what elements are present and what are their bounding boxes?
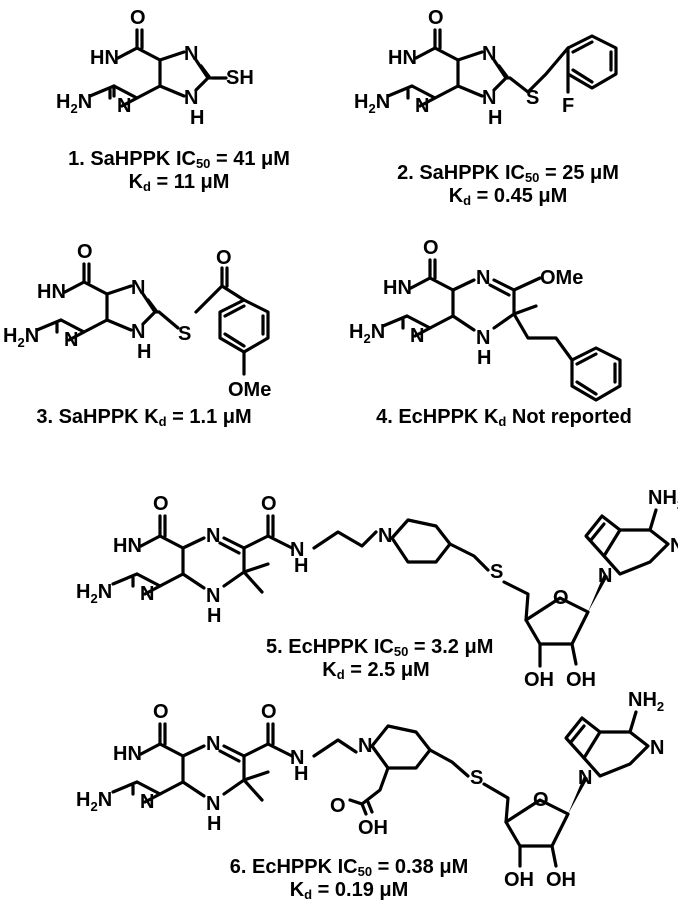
- compound-4-n3: N: [410, 325, 424, 347]
- compound-2-caption-line1: 2. SaHPPK IC50 = 25 μM: [397, 162, 619, 185]
- compound-6-acid-oh: OH: [358, 817, 388, 839]
- compound-4-h2n: H2N: [349, 321, 385, 346]
- compound-1-sh: SH: [226, 67, 254, 89]
- compound-5-caption: 5. EcHPPK IC50 = 3.2 μM Kd = 2.5 μM: [266, 636, 494, 682]
- compound-6-caption-line1: 6. EcHPPK IC50 = 0.38 μM: [229, 856, 469, 879]
- compound-6-oh2: OH: [546, 869, 576, 891]
- compound-2-n9-h: H: [488, 107, 502, 129]
- compound-5-oxygen: O: [153, 493, 169, 515]
- compound-5-adenine-n1: N: [670, 535, 678, 557]
- compound-1-caption-line1: 1. SaHPPK IC50 = 41 μM: [68, 148, 290, 171]
- compound-6-amide-oxygen: O: [261, 701, 277, 723]
- compound-6-amide-nh: N: [290, 747, 304, 769]
- compound-3-structure: O HN N S O OMe N H N H2N: [3, 241, 271, 401]
- compound-2-n9: N: [482, 87, 496, 109]
- compound-1-hn: HN: [90, 47, 119, 69]
- compound-6-caption: 6. EcHPPK IC50 = 0.38 μM Kd = 0.19 μM: [224, 856, 474, 902]
- compound-6-nh2: NH2: [628, 689, 664, 714]
- compound-4-n8: N: [476, 327, 490, 349]
- compound-6-adenine-n9: N: [578, 767, 592, 789]
- compound-2-h2n: H2N: [354, 91, 390, 116]
- compound-6-h2n: H2N: [76, 789, 112, 814]
- compound-4-caption: 4. EcHPPK Kd Not reported: [356, 406, 652, 429]
- compound-2-structure: O HN N S F N H N H2N: [354, 7, 618, 129]
- compound-3-ome: OMe: [228, 379, 271, 401]
- compound-3-sulfur: S: [178, 323, 191, 345]
- compound-3-n3: N: [64, 329, 78, 351]
- compound-4-ome: OMe: [540, 267, 583, 289]
- compound-1-h2n: H2N: [56, 91, 92, 116]
- compound-6-oh1: OH: [504, 869, 534, 891]
- compound-5-caption-line2: Kd = 2.5 μM: [322, 659, 430, 682]
- compound-5-n8: N: [206, 585, 220, 607]
- compound-1-n9: N: [184, 87, 198, 109]
- compound-6-n8-h: H: [207, 813, 221, 835]
- compound-2-caption-line2: Kd = 0.45 μM: [448, 185, 568, 208]
- compound-3-h2n: H2N: [3, 325, 39, 350]
- compound-5-oh2: OH: [566, 669, 596, 691]
- compound-5-structure: O HN N O N H N S O OH OH N N NH2 N H N H…: [76, 487, 678, 691]
- compound-2-oxygen: O: [428, 7, 444, 29]
- compound-6-sulfur: S: [470, 767, 483, 789]
- compound-3-caption-line1: 3. SaHPPK Kd = 1.1 μM: [36, 406, 252, 429]
- compound-5-ring-oxygen: O: [553, 587, 569, 609]
- compound-5-h2n: H2N: [76, 581, 112, 606]
- compound-3-ketone-oxygen: O: [216, 247, 232, 269]
- compound-1-n9-h: H: [190, 107, 204, 129]
- compound-1-n3: N: [117, 95, 131, 117]
- compound-1-structure: O HN N SH N H N H2N: [56, 7, 254, 129]
- compound-1-caption-line2: Kd = 11 μM: [128, 171, 230, 194]
- compound-6-adenine-n1: N: [650, 737, 664, 759]
- compound-5-amide-h: H: [294, 555, 308, 577]
- compound-2-fluorine: F: [562, 95, 574, 117]
- compound-5-amide-oxygen: O: [261, 493, 277, 515]
- compound-1-caption: 1. SaHPPK IC50 = 41 μM Kd = 11 μM: [64, 148, 294, 194]
- compound-3-n9: N: [131, 321, 145, 343]
- compound-3-oxygen: O: [77, 241, 93, 263]
- compound-6-amide-h: H: [294, 763, 308, 785]
- compound-4-hn: HN: [383, 277, 412, 299]
- compound-5-nh2: NH2: [648, 487, 678, 512]
- compound-3-n9-h: H: [137, 341, 151, 363]
- compound-5-caption-line1: 5. EcHPPK IC50 = 3.2 μM: [266, 636, 494, 659]
- compound-5-n3: N: [140, 583, 154, 605]
- compound-6-structure: O HN N O N H N O OH S O OH OH N N NH2 N …: [76, 689, 664, 891]
- compound-2-n3: N: [415, 95, 429, 117]
- compound-1-oxygen: O: [130, 7, 146, 29]
- compound-6-hn: HN: [113, 743, 142, 765]
- compound-4-structure: O HN N OMe N H N H2N: [349, 237, 622, 402]
- compound-3-hn: HN: [37, 281, 66, 303]
- compound-5-piperidine-n: N: [378, 525, 392, 547]
- compound-4-n8-h: H: [477, 347, 491, 369]
- compound-5-hn: HN: [113, 535, 142, 557]
- compound-4-caption-line1: 4. EcHPPK Kd Not reported: [376, 406, 632, 429]
- compound-2-hn: HN: [388, 47, 417, 69]
- compound-6-ring-oxygen: O: [533, 789, 549, 811]
- compound-5-n8-h: H: [207, 605, 221, 627]
- compound-5-amide-nh: N: [290, 539, 304, 561]
- compound-1-n7: N: [184, 43, 198, 65]
- compound-5-sulfur: S: [490, 561, 503, 583]
- compound-6-n3: N: [140, 791, 154, 813]
- compound-2-n7: N: [482, 43, 496, 65]
- compound-5-n5: N: [206, 525, 220, 547]
- compound-4-oxygen: O: [423, 237, 439, 259]
- compound-5-oh1: OH: [524, 669, 554, 691]
- compound-3-caption: 3. SaHPPK Kd = 1.1 μM: [34, 406, 254, 429]
- compound-5-adenine-n9: N: [598, 565, 612, 587]
- compound-6-n8: N: [206, 793, 220, 815]
- compound-2-caption: 2. SaHPPK IC50 = 25 μM Kd = 0.45 μM: [388, 162, 628, 208]
- compound-6-piperidine-n: N: [358, 735, 372, 757]
- compound-3-n7: N: [131, 277, 145, 299]
- compound-2-sulfur: S: [526, 87, 539, 109]
- compound-6-oxygen: O: [153, 701, 169, 723]
- compound-6-caption-line2: Kd = 0.19 μM: [289, 879, 409, 902]
- compound-4-n5: N: [476, 267, 490, 289]
- compound-6-acid-oxygen: O: [330, 795, 346, 817]
- compound-6-n5: N: [206, 733, 220, 755]
